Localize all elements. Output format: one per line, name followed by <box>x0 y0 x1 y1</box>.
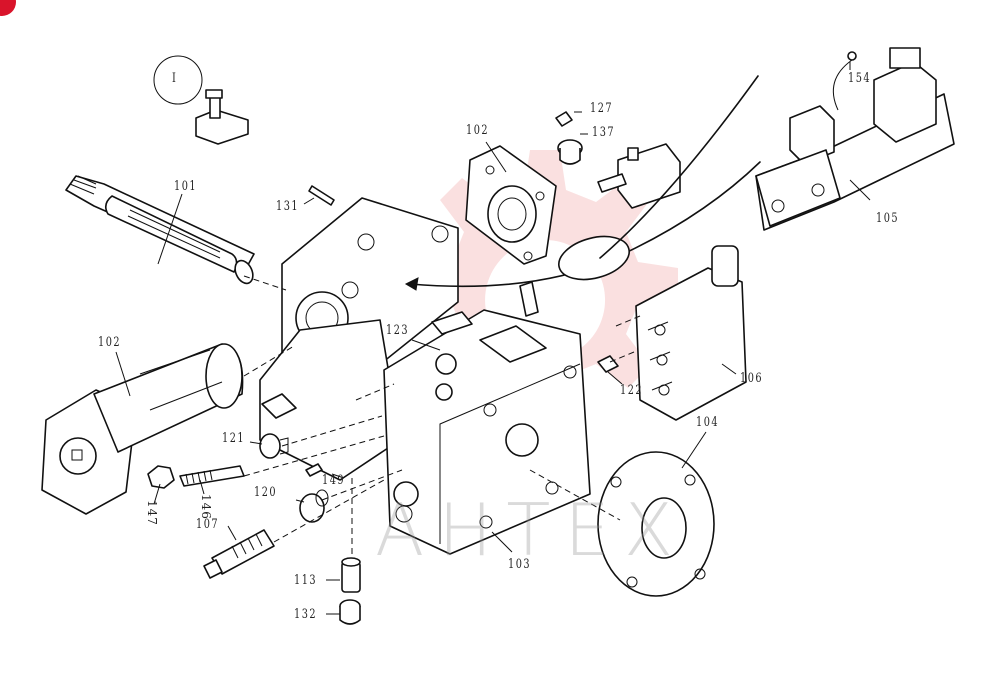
label-104: 104 <box>696 415 720 430</box>
label-147: 147 <box>145 500 159 526</box>
part-154-screw <box>847 51 857 61</box>
part-102-cover-plate <box>465 145 557 265</box>
label-146: 146 <box>199 494 213 520</box>
detail-circle-i <box>153 55 249 145</box>
label-131: 131 <box>276 199 300 214</box>
part-127-fitting <box>555 111 573 127</box>
label-103: 103 <box>508 557 532 572</box>
label-122: 122 <box>620 383 644 398</box>
part-102-drive-body <box>41 343 244 515</box>
part-104-flange <box>597 451 715 597</box>
leader-lines <box>115 62 871 615</box>
label-102-left: 102 <box>98 335 122 350</box>
label-123: 123 <box>386 323 410 338</box>
label-154: 154 <box>848 71 872 86</box>
part-103-end-body <box>383 309 591 555</box>
part-107-cartridge <box>203 529 275 579</box>
part-105-directional-valve <box>755 47 955 231</box>
part-131-pin <box>308 185 335 206</box>
part-147-nut <box>147 465 175 489</box>
part-121-plug <box>259 433 289 459</box>
part-149-pin <box>305 463 323 477</box>
part-122-plug <box>597 355 619 373</box>
part-106-regulator <box>635 245 747 421</box>
part-146-stud <box>179 465 245 487</box>
part-120-plug <box>299 489 329 523</box>
watermark-text: AHTEX <box>375 488 688 572</box>
part-113-sleeve <box>341 557 361 593</box>
reference-arrow <box>599 75 759 259</box>
label-101: 101 <box>174 179 198 194</box>
label-105: 105 <box>876 211 900 226</box>
part-123-fitting <box>431 311 473 335</box>
part-132-plug <box>339 599 361 625</box>
part-137-plug <box>557 139 583 165</box>
part-101-shaft <box>65 175 255 285</box>
valve-detail-icon <box>195 89 249 145</box>
label-121: 121 <box>222 431 246 446</box>
pump-main-housing <box>259 197 459 481</box>
label-137: 137 <box>592 125 616 140</box>
label-113: 113 <box>294 573 318 588</box>
label-107: 107 <box>196 517 220 532</box>
label-106: 106 <box>740 371 764 386</box>
solenoid-valve-small <box>597 143 681 209</box>
label-127: 127 <box>590 101 614 116</box>
assembly-guide-lines <box>243 275 641 554</box>
label-132: 132 <box>294 607 318 622</box>
label-102-top: 102 <box>466 123 490 138</box>
detail-circle-label: I <box>172 71 178 86</box>
label-120: 120 <box>254 485 278 500</box>
label-149: 149 <box>322 473 346 488</box>
